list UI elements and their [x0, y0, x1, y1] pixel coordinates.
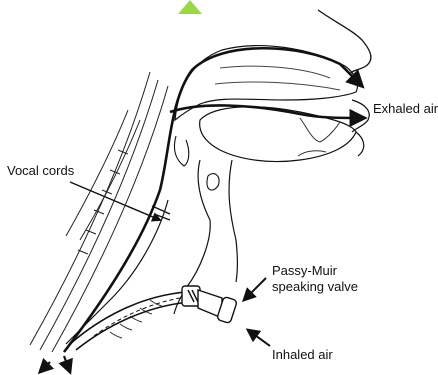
- bottom-arrow-right: [64, 356, 70, 372]
- vocal-cords-label: Vocal cords: [7, 163, 74, 179]
- teeth: [298, 118, 340, 156]
- accent-triangle: [178, 0, 202, 14]
- valve-pointer-arrow: [244, 278, 266, 300]
- exhaled-oral-line: [170, 105, 364, 118]
- neck-front: [229, 160, 237, 282]
- vocal-cords-pointer: [70, 182, 160, 220]
- nasal-turbinate: [215, 66, 340, 90]
- inhaled-air-label: Inhaled air: [272, 347, 333, 363]
- epiglottis: [174, 136, 188, 166]
- spine: [30, 72, 168, 352]
- exhaled-air-label: Exhaled air: [373, 101, 438, 117]
- valve-label-line1: Passy-Muir: [272, 263, 337, 279]
- valve-label-line2: speaking valve: [272, 279, 358, 295]
- tongue: [200, 107, 356, 162]
- face-profile: [318, 10, 371, 74]
- bottom-arrow-left: [40, 362, 50, 372]
- passy-muir-valve: [182, 286, 237, 324]
- lips: [352, 100, 369, 156]
- trachea-rings: [110, 300, 162, 338]
- inhaled-air-arrow: [248, 330, 270, 346]
- larynx: [207, 174, 219, 190]
